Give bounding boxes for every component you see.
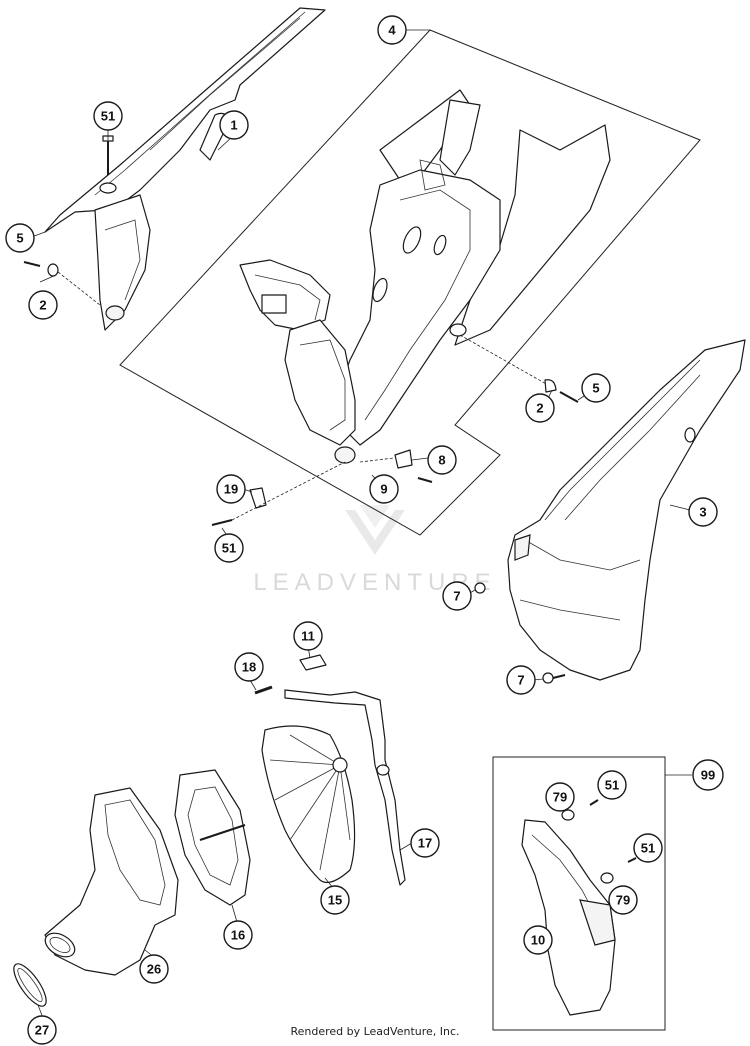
svg-text:7: 7 (517, 673, 524, 688)
callout-26: 26 (139, 954, 169, 984)
svg-text:18: 18 (242, 660, 256, 675)
screw-7-top (474, 582, 486, 594)
group-box-99 (492, 756, 666, 1031)
bracket-19 (211, 461, 346, 526)
callout-99: 99 (692, 759, 724, 791)
svg-text:79: 79 (616, 893, 630, 908)
svg-text:51: 51 (101, 109, 115, 124)
screw-51-top (102, 135, 114, 175)
part-4-airbox-frame (239, 89, 611, 464)
callout-5-left: 5 (5, 223, 35, 253)
svg-text:51: 51 (222, 541, 236, 556)
svg-text:19: 19 (224, 482, 238, 497)
callout-4: 4 (377, 15, 407, 45)
callout-10: 10 (523, 925, 553, 955)
watermark-logo (345, 505, 405, 555)
part-1-side-scoop (44, 7, 326, 331)
callout-7-top: 7 (442, 581, 472, 611)
svg-text:10: 10 (531, 933, 545, 948)
svg-text:9: 9 (380, 482, 387, 497)
callout-8: 8 (427, 445, 457, 475)
svg-text:3: 3 (699, 505, 706, 520)
callout-51-top: 51 (93, 101, 123, 131)
callout-15: 15 (320, 885, 350, 915)
part-10-air-duct (521, 799, 637, 1016)
svg-text:17: 17 (418, 836, 432, 851)
svg-text:51: 51 (605, 778, 619, 793)
callout-7-bottom: 7 (506, 665, 536, 695)
svg-text:8: 8 (438, 453, 445, 468)
callout-51-right-top: 51 (597, 770, 627, 800)
callout-3: 3 (688, 497, 718, 527)
footer-credit: Rendered by LeadVenture, Inc. (290, 1025, 460, 1038)
callout-1: 1 (219, 110, 249, 140)
screw-2-left (23, 261, 101, 306)
part-26-intake-boot (44, 787, 179, 976)
screw-2-5-right (459, 334, 579, 403)
part-17-filter-cage (284, 689, 406, 886)
part-15-air-filter (261, 725, 356, 883)
svg-text:2: 2 (536, 401, 543, 416)
svg-text:99: 99 (701, 768, 715, 783)
callout-9: 9 (369, 474, 399, 504)
svg-text:27: 27 (35, 1023, 49, 1038)
callout-11: 11 (293, 621, 323, 651)
svg-text:5: 5 (16, 231, 23, 246)
callout-79-bottom: 79 (608, 885, 638, 915)
callout-51-middle: 51 (214, 533, 244, 563)
callout-16: 16 (223, 920, 253, 950)
svg-text:11: 11 (301, 629, 315, 644)
pin-18 (254, 685, 273, 695)
screw-7-bottom (542, 672, 566, 684)
callout-51-right-bottom: 51 (633, 833, 663, 863)
svg-text:1: 1 (230, 118, 237, 133)
svg-text:79: 79 (553, 790, 567, 805)
svg-text:26: 26 (147, 962, 161, 977)
part-16-filter-support (174, 769, 251, 906)
callout-2-left: 2 (28, 290, 58, 320)
svg-text:15: 15 (328, 893, 342, 908)
callout-5-right: 5 (581, 373, 611, 403)
part-3-side-panel (507, 339, 746, 681)
svg-text:4: 4 (388, 23, 396, 38)
leader-lines (28, 130, 691, 1019)
svg-text:16: 16 (231, 928, 245, 943)
svg-text:51: 51 (641, 841, 655, 856)
svg-text:5: 5 (592, 381, 599, 396)
callout-18: 18 (234, 652, 264, 682)
callout-79-top: 79 (545, 782, 575, 812)
svg-text:2: 2 (39, 298, 46, 313)
part-27-clamp (13, 963, 47, 1007)
callout-19: 19 (216, 474, 246, 504)
callout-2-right: 2 (525, 393, 555, 423)
clip-11 (299, 654, 327, 671)
callout-27: 27 (27, 1015, 57, 1045)
callout-17: 17 (410, 828, 440, 858)
svg-text:7: 7 (453, 589, 460, 604)
clip-8-9 (359, 449, 433, 483)
